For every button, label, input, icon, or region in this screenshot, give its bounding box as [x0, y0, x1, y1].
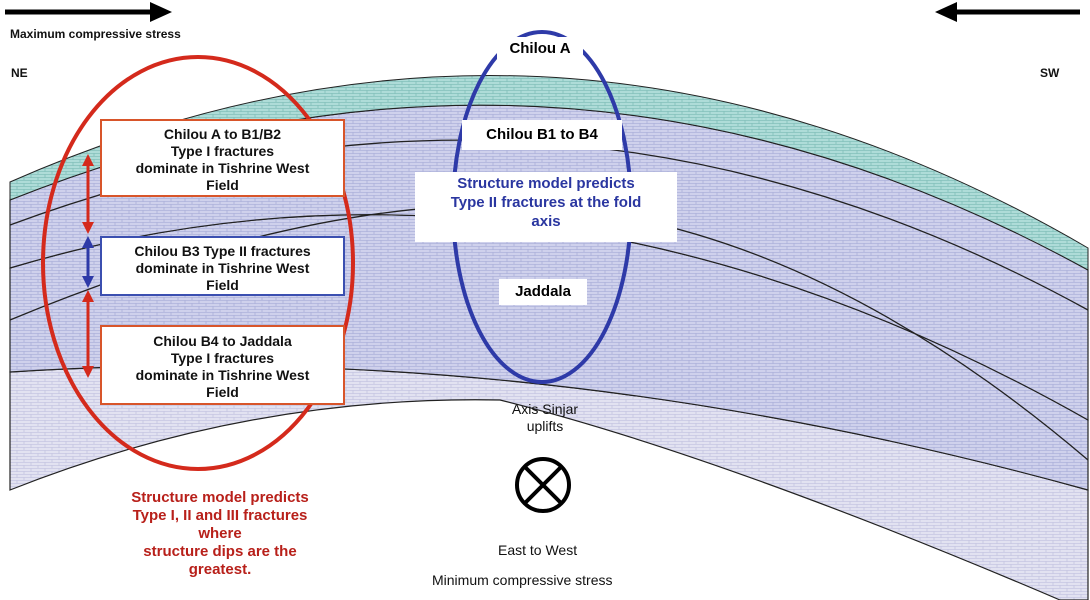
- chilou-a-label: Chilou A: [497, 37, 583, 61]
- max-stress-label: Maximum compressive stress: [10, 27, 181, 41]
- right-stress-arrowhead: [935, 2, 957, 22]
- box2-line1: Chilou B3 Type II fractures: [134, 243, 311, 259]
- red-note-line1: Structure model predicts: [131, 489, 309, 506]
- box1-line2: Type I fractures: [170, 143, 275, 159]
- red-prediction-note: Structure model predicts Type I, II and …: [100, 489, 340, 579]
- blue-note-line3: axis: [531, 213, 561, 230]
- box1-line1: Chilou A to B1/B2: [163, 126, 282, 142]
- box1-line4: Field: [206, 177, 239, 193]
- min-stress-label: Minimum compressive stress: [432, 572, 613, 588]
- axis-sinjar-label: Axis Sinjar uplifts: [490, 401, 600, 441]
- box-chilou-a-b1b2: Chilou A to B1/B2 Type I fractures domin…: [100, 119, 345, 197]
- left-stress-arrowhead: [150, 2, 172, 22]
- box-chilou-b4-jaddala: Chilou B4 to Jaddala Type I fractures do…: [100, 325, 345, 405]
- red-note-line4: structure dips are the: [143, 543, 297, 560]
- axis-line2: uplifts: [526, 418, 564, 434]
- red-ellipse: [41, 55, 355, 471]
- box-chilou-b3: Chilou B3 Type II fractures dominate in …: [100, 236, 345, 296]
- sw-label: SW: [1040, 66, 1060, 80]
- jaddala-label: Jaddala: [499, 279, 587, 305]
- blue-note-line2: Type II fractures at the fold: [450, 194, 642, 211]
- red-note-line5: greatest.: [188, 561, 252, 578]
- blue-prediction-note: Structure model predicts Type II fractur…: [415, 172, 677, 242]
- box3-line3: dominate in Tishrine West: [135, 367, 310, 383]
- ne-label: NE: [11, 66, 28, 80]
- axis-symbol-cross-2: [523, 465, 563, 505]
- east-to-west-label: East to West: [498, 542, 578, 558]
- chilou-b1-b4-label: Chilou B1 to B4: [462, 120, 622, 150]
- box3-line2: Type I fractures: [170, 350, 275, 366]
- box3-line1: Chilou B4 to Jaddala: [153, 333, 292, 349]
- box3-line4: Field: [206, 384, 239, 400]
- box1-line3: dominate in Tishrine West: [135, 160, 310, 176]
- red-note-line2: Type I, II and III fractures: [132, 507, 308, 524]
- axis-line1: Axis Sinjar: [511, 401, 579, 417]
- red-note-line3: where: [198, 525, 242, 542]
- box2-line3: Field: [206, 277, 239, 293]
- box2-line2: dominate in Tishrine West: [135, 260, 310, 276]
- blue-note-line1: Structure model predicts: [457, 175, 635, 192]
- chilou-a-layer: [9, 75, 1089, 271]
